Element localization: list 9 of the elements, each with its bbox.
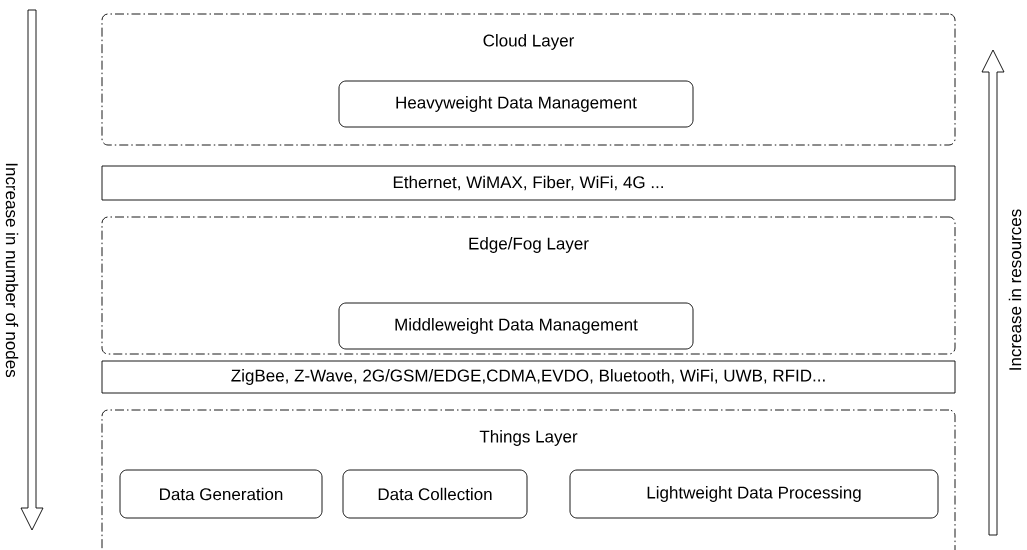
function-box: Heavyweight Data Management — [338, 80, 694, 128]
axis-label: Increase in resources — [1008, 209, 1022, 370]
protocol-bar: Ethernet, WiMAX, Fiber, WiFi, 4G ... — [101, 165, 956, 201]
protocol-bar: ZigBee, Z-Wave, 2G/GSM/EDGE,CDMA,EVDO, Bluetooth, WiFi, UWB, RFID... — [101, 360, 956, 394]
function-box: Data Collection — [342, 469, 528, 519]
function-box: Middleweight Data Management — [338, 302, 694, 350]
function-box: Data Generation — [119, 469, 323, 519]
axis-label: Increase in number of nodes — [5, 163, 19, 378]
function-box: Lightweight Data Processing — [569, 469, 939, 519]
